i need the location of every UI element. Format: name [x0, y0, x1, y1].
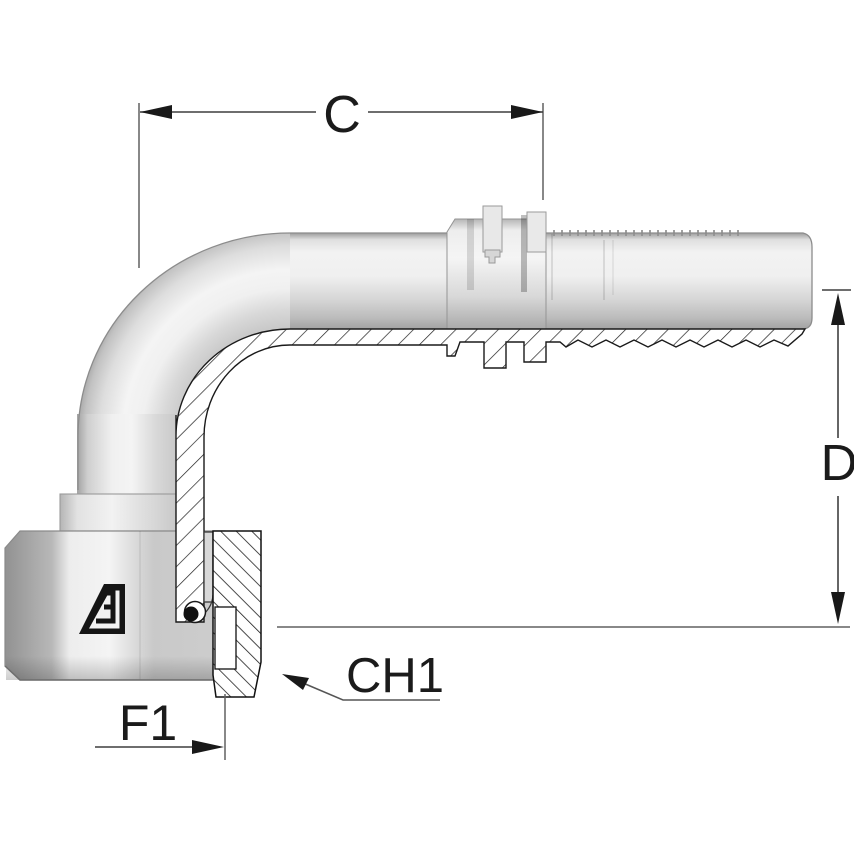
label-ch1: CH1 — [282, 649, 444, 703]
elbow-fitting-body — [77, 205, 813, 532]
horizontal-leg-surface — [290, 233, 812, 329]
dimension-annotations: C D F1 CH1 — [95, 86, 854, 760]
outer-edge — [77, 232, 447, 490]
seal-and-ferrule — [183, 530, 262, 698]
collar-seam — [467, 219, 474, 290]
arrowhead-down-icon — [831, 592, 845, 624]
dim-f1-label: F1 — [119, 695, 177, 751]
seal-channel — [203, 531, 214, 603]
nut-step-band — [59, 493, 177, 532]
nut-bottom-shading — [6, 656, 224, 680]
hex-nut — [4, 493, 226, 681]
tube-wall-section-lines — [175, 328, 807, 623]
dim-c-label: C — [323, 86, 361, 144]
arrowhead-left-icon — [140, 105, 172, 119]
dim-c: C — [138, 86, 544, 268]
arrowhead-upleft-icon — [282, 674, 309, 690]
ferrule-groove — [214, 606, 237, 670]
arrowhead-right-icon — [511, 105, 543, 119]
tube-wall-section — [176, 329, 805, 622]
manufacturer-triangle-logo-icon — [79, 584, 125, 634]
collar-tab-nub — [484, 249, 501, 264]
ch1-leader-line — [302, 682, 440, 701]
ch1-label: CH1 — [346, 649, 444, 703]
collar-tab — [526, 211, 547, 253]
collar-tab — [482, 205, 503, 253]
arrowhead-up-icon — [831, 293, 845, 325]
o-ring-seal — [183, 606, 199, 622]
elbow-bend-surface — [78, 233, 290, 437]
collar-seam — [521, 215, 527, 292]
dim-d: D — [277, 289, 854, 628]
tail-edge — [546, 232, 813, 330]
dim-f1: F1 — [95, 694, 226, 760]
nut-bottom-edge — [4, 665, 225, 681]
dim-d-label: D — [821, 434, 854, 491]
o-ring — [183, 600, 207, 624]
arrowhead-right-icon — [192, 740, 224, 754]
ferrule-section-hatch — [212, 530, 262, 698]
tube-wall-section-hatch — [175, 328, 807, 623]
